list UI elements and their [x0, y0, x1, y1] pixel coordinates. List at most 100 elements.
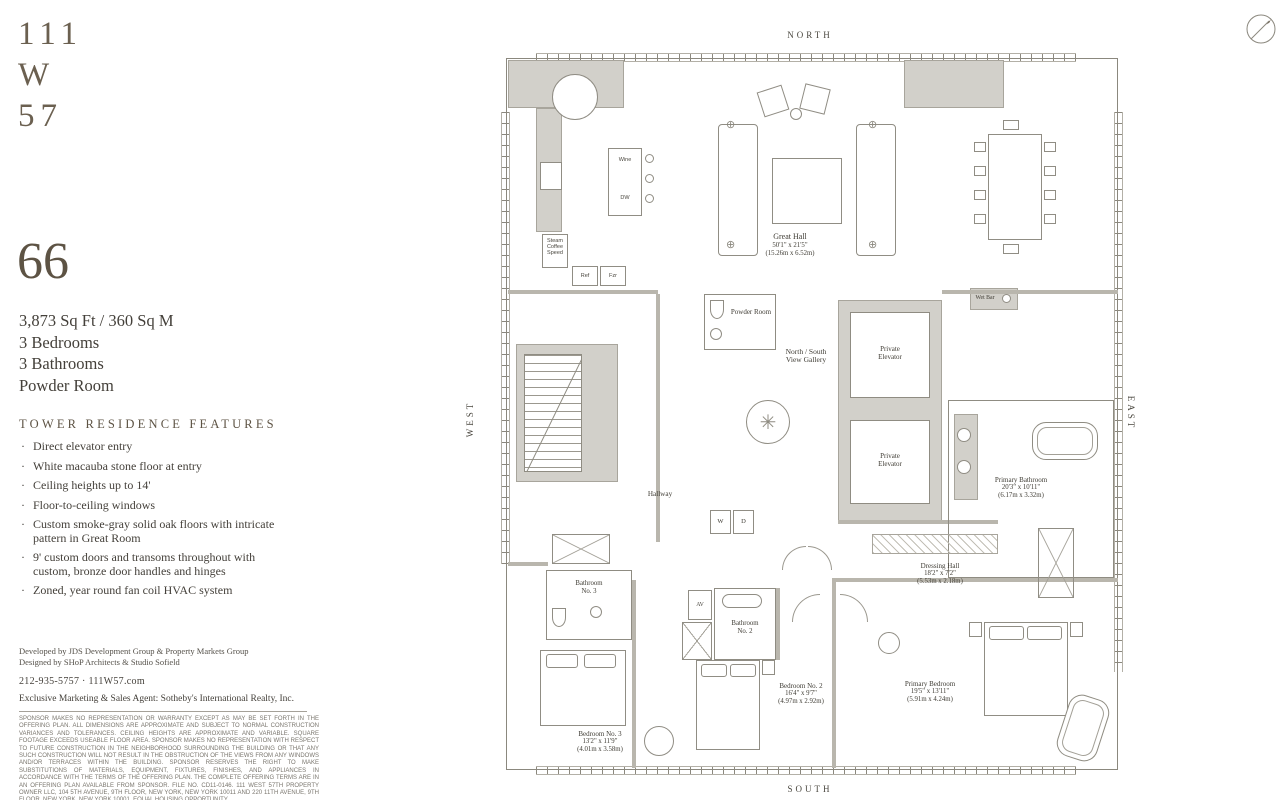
wall-segment	[656, 294, 660, 542]
nightstand	[1070, 622, 1083, 637]
room-label-bedroom-2: Bedroom No. 2 16'4" x 9'7" (4.97m x 2.92…	[778, 682, 824, 705]
direction-north: NORTH	[787, 30, 833, 40]
sink	[957, 428, 971, 442]
feature-item: Zoned, year round fan coil HVAC system	[19, 583, 295, 598]
feature-item: Direct elevator entry	[19, 439, 295, 454]
developer-credit: Developed by JDS Development Group & Pro…	[19, 646, 249, 656]
stairwell	[524, 354, 582, 472]
side-table	[790, 108, 802, 120]
room-label-bathroom-2: Bathroom No. 2	[731, 620, 759, 635]
wet-bar-label: Wet Bar	[975, 295, 995, 301]
powder-room	[704, 294, 776, 350]
sink	[590, 606, 602, 618]
pillow	[584, 654, 616, 668]
closet	[872, 534, 998, 554]
sofa	[856, 124, 896, 256]
vanity-sink	[722, 594, 762, 608]
direction-south: SOUTH	[787, 784, 833, 794]
toilet	[552, 608, 566, 627]
steam-coffee-speed-ovens: Steam Coffee Speed	[542, 234, 568, 268]
dining-chair	[974, 142, 986, 152]
plant-table: ✳	[746, 400, 790, 444]
sales-agent-line: Exclusive Marketing & Sales Agent: Sothe…	[19, 694, 307, 712]
sink	[957, 460, 971, 474]
dining-chair	[1003, 244, 1019, 254]
terrace-block-northeast	[904, 60, 1004, 108]
floor-plan: Wine DW Steam Coffee Speed Ref Fzr ⊕ ⊕ ⊕…	[496, 48, 1136, 784]
residence-powder-room: Powder Room	[19, 375, 114, 395]
room-label-great-hall: Great Hall 50'1" x 21'5" (15.26m x 6.52m…	[765, 232, 815, 257]
residence-number: 66	[17, 233, 69, 290]
primary-bathroom	[948, 400, 1114, 578]
wall-segment	[832, 580, 836, 768]
feature-item: Ceiling heights up to 14'	[19, 478, 295, 493]
av-closet: AV	[688, 590, 712, 620]
island-stool	[645, 154, 654, 163]
credits: Developed by JDS Development Group & Pro…	[19, 646, 248, 668]
room-label-dressing-hall: Dressing Hall 18'2" x 7'2" (5.53m x 2.18…	[917, 562, 963, 585]
features-list: Direct elevator entry White macauba ston…	[19, 439, 295, 604]
toilet	[710, 300, 724, 319]
dining-chair	[974, 214, 986, 224]
compass-icon	[1242, 10, 1280, 53]
sink	[710, 328, 722, 340]
shower	[682, 622, 712, 660]
entry-round-table	[552, 74, 598, 120]
island-stool	[645, 174, 654, 183]
building-logo: 111 W 57	[18, 14, 83, 137]
south-windows	[536, 766, 1076, 775]
column-marker-icon: ⊕	[868, 239, 878, 251]
dining-table	[988, 134, 1042, 240]
legal-disclaimer: SPONSOR MAKES NO REPRESENTATION OR WARRA…	[19, 716, 319, 800]
range-cooktop	[540, 162, 562, 190]
dining-chair	[974, 166, 986, 176]
wall-segment	[508, 290, 658, 294]
dryer: D	[733, 510, 754, 534]
pillow	[730, 664, 756, 677]
hallway-label: Hallway	[647, 490, 673, 498]
wardrobe	[1038, 528, 1074, 598]
wet-bar-sink	[1002, 294, 1011, 303]
north-windows	[536, 53, 1076, 62]
west-windows	[501, 112, 510, 564]
private-elevator-2: Private Elevator	[850, 420, 930, 504]
kitchen-island: Wine DW	[608, 148, 642, 216]
logo-line-1: 111	[18, 16, 84, 52]
residence-bathrooms: 3 Bathrooms	[19, 354, 104, 373]
wall-segment	[776, 588, 780, 660]
coffee-table	[772, 158, 842, 224]
pillow	[701, 664, 727, 677]
features-heading: TOWER RESIDENCE FEATURES	[19, 417, 277, 431]
room-label-bedroom-3: Bedroom No. 3 13'2" x 11'9" (4.01m x 3.5…	[577, 730, 623, 753]
pillow	[989, 626, 1024, 640]
bathtub	[1032, 422, 1098, 460]
wall-segment	[832, 578, 1118, 582]
washer: W	[710, 510, 731, 534]
feature-item: Floor-to-ceiling windows	[19, 498, 295, 513]
bathroom-3	[546, 570, 632, 640]
feature-item: 9' custom doors and transoms throughout …	[19, 550, 295, 578]
dining-chair	[1044, 166, 1056, 176]
powder-room-label: Powder Room	[730, 308, 772, 316]
feature-item: Custom smoke-gray solid oak floors with …	[19, 517, 295, 545]
wall-segment	[838, 520, 998, 524]
dining-chair	[1044, 190, 1056, 200]
reading-chair	[878, 632, 900, 654]
dining-chair	[974, 190, 986, 200]
column-marker-icon: ⊕	[868, 119, 878, 131]
column-marker-icon: ⊕	[726, 119, 736, 131]
gallery-label: North / South View Gallery	[785, 347, 827, 364]
dining-chair	[1044, 142, 1056, 152]
logo-line-3: 57	[18, 98, 63, 134]
dining-chair	[1044, 214, 1056, 224]
feature-item: White macauba stone floor at entry	[19, 459, 295, 474]
residence-stats: 3,873 Sq Ft / 360 Sq M 3 Bedrooms 3 Bath…	[19, 310, 174, 396]
residence-bedrooms: 3 Bedrooms	[19, 332, 100, 352]
sofa	[718, 124, 758, 256]
pillow	[546, 654, 578, 668]
residence-area: 3,873 Sq Ft / 360 Sq M	[19, 311, 174, 330]
private-elevator-1: Private Elevator	[850, 312, 930, 398]
room-label-primary-bedroom: Primary Bedroom 19'5" x 13'11" (5.91m x …	[904, 680, 956, 703]
wall-segment	[632, 580, 636, 768]
rug	[644, 726, 674, 756]
